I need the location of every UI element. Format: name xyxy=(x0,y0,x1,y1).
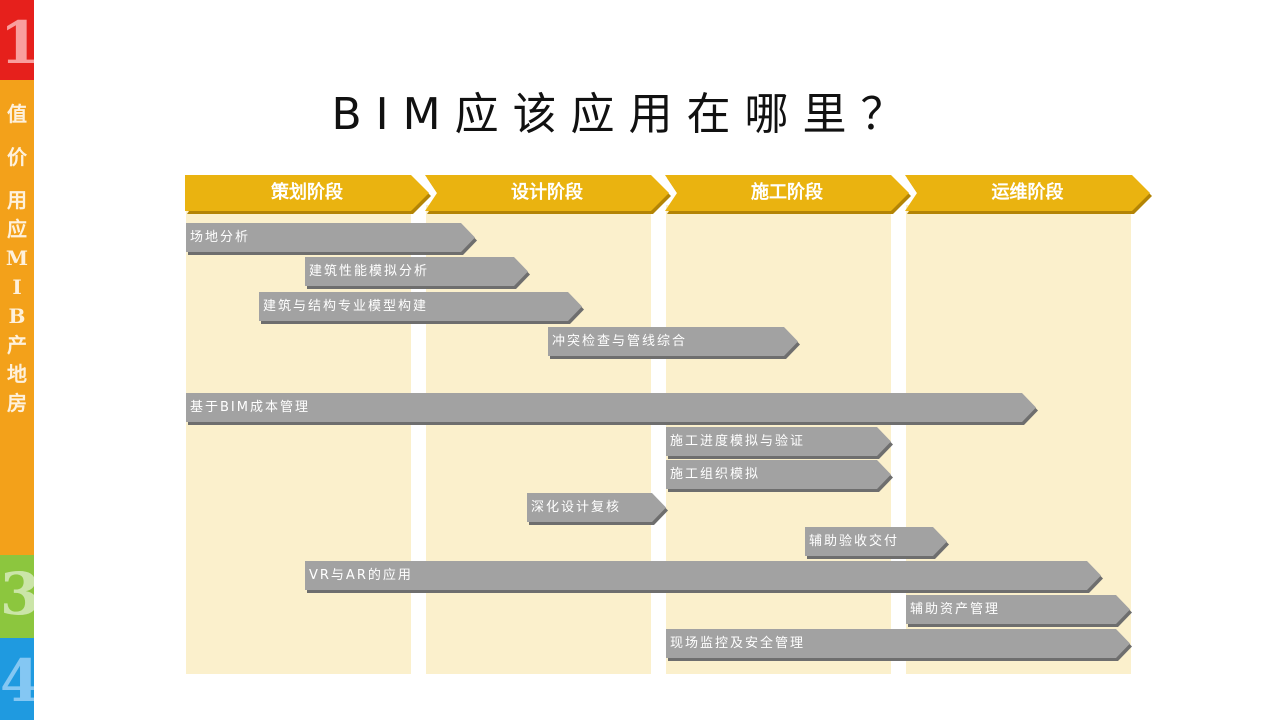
task-bar-asset-management: 辅助资产管理 xyxy=(906,595,1130,624)
task-bar-clash-detection: 冲突检查与管线综合 xyxy=(548,327,798,356)
section-number-4: 4 xyxy=(0,647,34,715)
section-number-1: 1 xyxy=(0,9,34,77)
task-bar-vr-ar: VR与AR的应用 xyxy=(305,561,1101,590)
task-bar-acceptance-delivery: 辅助验收交付 xyxy=(805,527,947,556)
sidebar-section-4[interactable]: 4 xyxy=(0,638,34,720)
section-number-3: 3 xyxy=(0,560,34,628)
phase-header-operation: 运维阶段 xyxy=(905,175,1150,211)
task-bar-site-monitoring-safety: 现场监控及安全管理 xyxy=(666,629,1130,658)
task-bar-design-review: 深化设计复核 xyxy=(527,493,666,522)
task-bar-performance-simulation: 建筑性能模拟分析 xyxy=(305,257,528,286)
page-title: BIM应该应用在哪里？ xyxy=(331,89,919,140)
phase-header-design: 设计阶段 xyxy=(425,175,669,211)
sidebar-vertical-title: 值 价 用 应 M I B 产 地 房 xyxy=(5,102,29,415)
task-bar-site-analysis: 场地分析 xyxy=(186,223,475,252)
sidebar-section-1[interactable]: 1 xyxy=(0,0,34,80)
sidebar-section-2[interactable]: 值 价 用 应 M I B 产 地 房 xyxy=(0,80,34,555)
task-bar-model-building: 建筑与结构专业模型构建 xyxy=(259,292,582,321)
task-bar-schedule-simulation: 施工进度模拟与验证 xyxy=(666,427,891,456)
sidebar-section-3[interactable]: 3 xyxy=(0,555,34,638)
task-bar-construction-organization: 施工组织模拟 xyxy=(666,460,891,489)
phase-header-construction: 施工阶段 xyxy=(665,175,909,211)
section-sidebar: 1 值 价 用 应 M I B 产 地 房 3 4 xyxy=(0,0,34,720)
phase-header-planning: 策划阶段 xyxy=(185,175,429,211)
task-bar-cost-management: 基于BIM成本管理 xyxy=(186,393,1036,422)
